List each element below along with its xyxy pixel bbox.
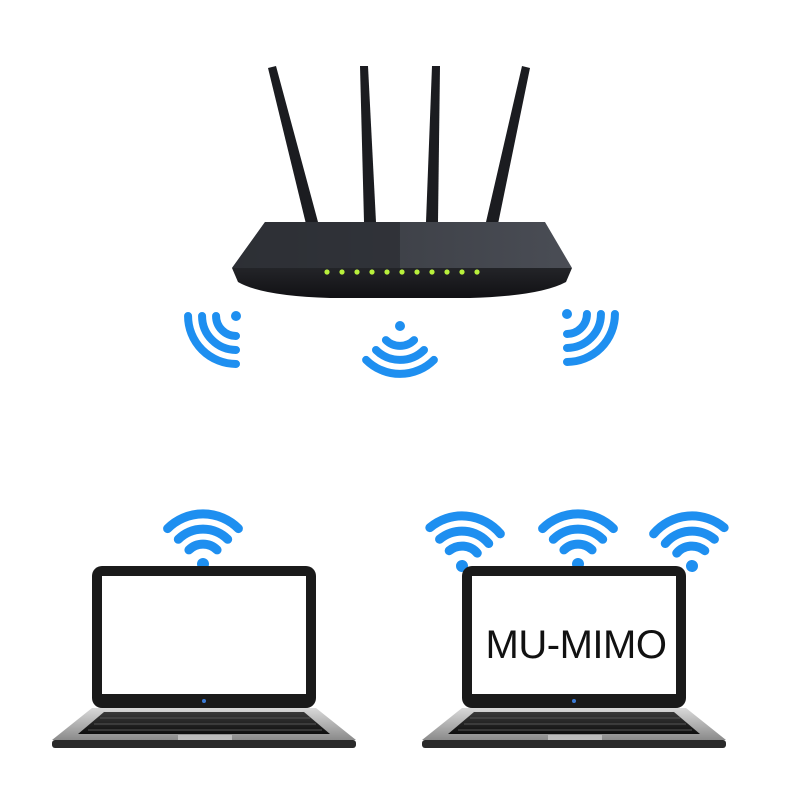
laptop-icon: MU-MIMO [422, 566, 726, 748]
webcam [202, 699, 206, 703]
laptop-screen [472, 576, 676, 694]
antenna-2 [360, 66, 376, 222]
led [414, 269, 420, 275]
led [339, 269, 345, 275]
keyboard-rows [88, 717, 322, 731]
led [369, 269, 375, 275]
led [324, 269, 330, 275]
touchpad [178, 735, 232, 740]
keyboard-rows [458, 717, 692, 731]
wifi-signal-icon [562, 309, 619, 366]
led [354, 269, 360, 275]
wifi-signal-icon [184, 311, 241, 368]
led [444, 269, 450, 275]
wifi-signal-icon [425, 511, 505, 572]
wifi-signal-icon [538, 509, 618, 570]
laptop-screen [102, 576, 306, 694]
laptop-front-edge [52, 740, 356, 748]
laptop-screen-text: MU-MIMO [486, 623, 667, 667]
antenna-1 [268, 66, 318, 224]
led [459, 269, 465, 275]
led [429, 269, 435, 275]
webcam [572, 699, 576, 703]
laptop-front-edge [422, 740, 726, 748]
antenna-3 [426, 66, 440, 222]
laptop-icon [52, 566, 356, 748]
wifi-signal-icon [649, 511, 729, 572]
wifi-signal-icon [362, 321, 438, 378]
touchpad [548, 735, 602, 740]
router-leds [324, 269, 480, 275]
wifi-signal-icon [163, 509, 243, 570]
led [384, 269, 390, 275]
antenna-4 [486, 66, 530, 224]
router-front [232, 268, 572, 298]
router-antennas [268, 66, 530, 224]
laptop-keyboard [448, 712, 700, 734]
led [399, 269, 405, 275]
laptop-keyboard [78, 712, 330, 734]
wifi-router-icon [232, 66, 572, 298]
router-facet [232, 222, 400, 268]
led [474, 269, 480, 275]
